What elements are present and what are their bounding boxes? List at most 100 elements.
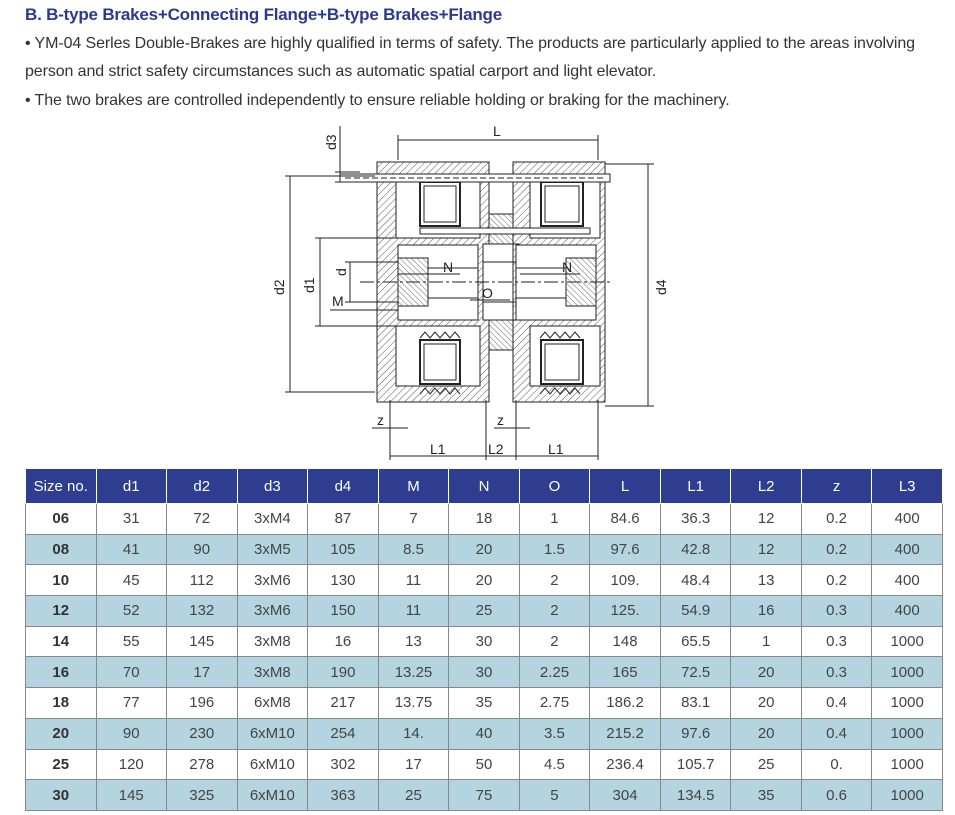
table-cell: 30 bbox=[448, 656, 520, 689]
table-cell: 145 bbox=[95, 779, 168, 811]
table-cell: 3xM5 bbox=[236, 533, 309, 566]
dim-label-N-left: N bbox=[443, 259, 453, 275]
table-cell: 2 bbox=[518, 595, 591, 627]
table-cell: 145 bbox=[166, 625, 238, 658]
dim-label-d1: d1 bbox=[301, 277, 317, 293]
table-cell: 0.4 bbox=[800, 687, 873, 719]
table-cell: 4.5 bbox=[518, 748, 591, 781]
table-cell: 0.6 bbox=[800, 779, 873, 811]
table-cell: 112 bbox=[166, 564, 238, 597]
table-cell: 217 bbox=[307, 687, 379, 719]
table-cell: 1000 bbox=[871, 748, 943, 781]
table-cell: 97.6 bbox=[589, 533, 661, 566]
table-cell: 150 bbox=[307, 595, 379, 627]
table-cell: 254 bbox=[307, 717, 379, 750]
table-header-row: Size no. d1 d2 d3 d4 M N O L L1 L2 z L3 bbox=[25, 468, 943, 504]
table-cell: 196 bbox=[166, 687, 238, 719]
table-cell: 3xM6 bbox=[236, 595, 309, 627]
table-cell: 230 bbox=[166, 717, 238, 750]
table-cell: 1.5 bbox=[518, 533, 591, 566]
table-cell: 77 bbox=[95, 687, 168, 719]
dim-label-O: O bbox=[482, 285, 493, 301]
size-cell: 10 bbox=[25, 564, 97, 597]
table-cell: 278 bbox=[166, 748, 238, 781]
dim-label-d3: d3 bbox=[323, 134, 339, 150]
table-cell: 20 bbox=[730, 687, 802, 719]
table-cell: 0.3 bbox=[800, 656, 873, 689]
table-cell: 97.6 bbox=[659, 717, 732, 750]
table-cell: 400 bbox=[871, 503, 943, 535]
table-cell: 90 bbox=[95, 717, 168, 750]
table-cell: 109. bbox=[589, 564, 661, 597]
specification-table: Size no. d1 d2 d3 d4 M N O L L1 L2 z L3 … bbox=[25, 468, 943, 811]
table-cell: 11 bbox=[377, 595, 450, 627]
table-cell: 54.9 bbox=[659, 595, 732, 627]
table-cell: 400 bbox=[871, 595, 943, 627]
size-cell: 20 bbox=[25, 717, 97, 750]
table-cell: 45 bbox=[95, 564, 168, 597]
table-cell: 6xM10 bbox=[236, 779, 309, 811]
table-cell: 35 bbox=[448, 687, 520, 719]
table-cell: 20 bbox=[448, 564, 520, 597]
table-cell: 190 bbox=[307, 656, 379, 689]
table-cell: 11 bbox=[377, 564, 450, 597]
table-cell: 12 bbox=[730, 533, 802, 566]
table-cell: 1000 bbox=[871, 625, 943, 658]
table-cell: 0.4 bbox=[800, 717, 873, 750]
table-cell: 30 bbox=[448, 625, 520, 658]
col-header: M bbox=[377, 468, 450, 504]
dim-label-L: L bbox=[493, 123, 501, 139]
col-header: L3 bbox=[871, 468, 943, 504]
size-cell: 08 bbox=[25, 533, 97, 566]
table-cell: 6xM10 bbox=[236, 748, 309, 781]
table-cell: 215.2 bbox=[589, 717, 661, 750]
table-cell: 6xM8 bbox=[236, 687, 309, 719]
col-header: d1 bbox=[95, 468, 168, 504]
table-cell: 42.8 bbox=[659, 533, 732, 566]
table-cell: 90 bbox=[166, 533, 238, 566]
table-cell: 148 bbox=[589, 625, 661, 658]
dim-label-L1-right: L1 bbox=[548, 441, 564, 457]
table-cell: 132 bbox=[166, 595, 238, 627]
table-cell: 87 bbox=[307, 503, 379, 535]
left-brake-body bbox=[376, 161, 490, 403]
table-cell: 25 bbox=[448, 595, 520, 627]
table-cell: 18 bbox=[448, 503, 520, 535]
table-cell: 17 bbox=[377, 748, 450, 781]
table-cell: 120 bbox=[95, 748, 168, 781]
table-cell: 3xM8 bbox=[236, 625, 309, 658]
col-header: L1 bbox=[659, 468, 732, 504]
table-cell: 1000 bbox=[871, 656, 943, 689]
table-cell: 165 bbox=[589, 656, 661, 689]
dim-label-z-right: z bbox=[497, 412, 504, 428]
table-cell: 25 bbox=[377, 779, 450, 811]
table-cell: 0. bbox=[800, 748, 873, 781]
table-cell: 0.2 bbox=[800, 533, 873, 566]
table-cell: 65.5 bbox=[659, 625, 732, 658]
table-cell: 400 bbox=[871, 564, 943, 597]
size-cell: 16 bbox=[25, 656, 97, 689]
table-cell: 50 bbox=[448, 748, 520, 781]
table-cell: 20 bbox=[448, 533, 520, 566]
dim-label-L2: L2 bbox=[488, 441, 504, 457]
table-cell: 2.25 bbox=[518, 656, 591, 689]
table-cell: 16 bbox=[730, 595, 802, 627]
col-header: d3 bbox=[236, 468, 309, 504]
table-cell: 130 bbox=[307, 564, 379, 597]
table-cell: 40 bbox=[448, 717, 520, 750]
table-cell: 0.2 bbox=[800, 503, 873, 535]
table-cell: 55 bbox=[95, 625, 168, 658]
table-cell: 105 bbox=[307, 533, 379, 566]
table-cell: 3xM8 bbox=[236, 656, 309, 689]
size-cell: 12 bbox=[25, 595, 97, 627]
table-cell: 13.75 bbox=[377, 687, 450, 719]
table-cell: 3xM4 bbox=[236, 503, 309, 535]
